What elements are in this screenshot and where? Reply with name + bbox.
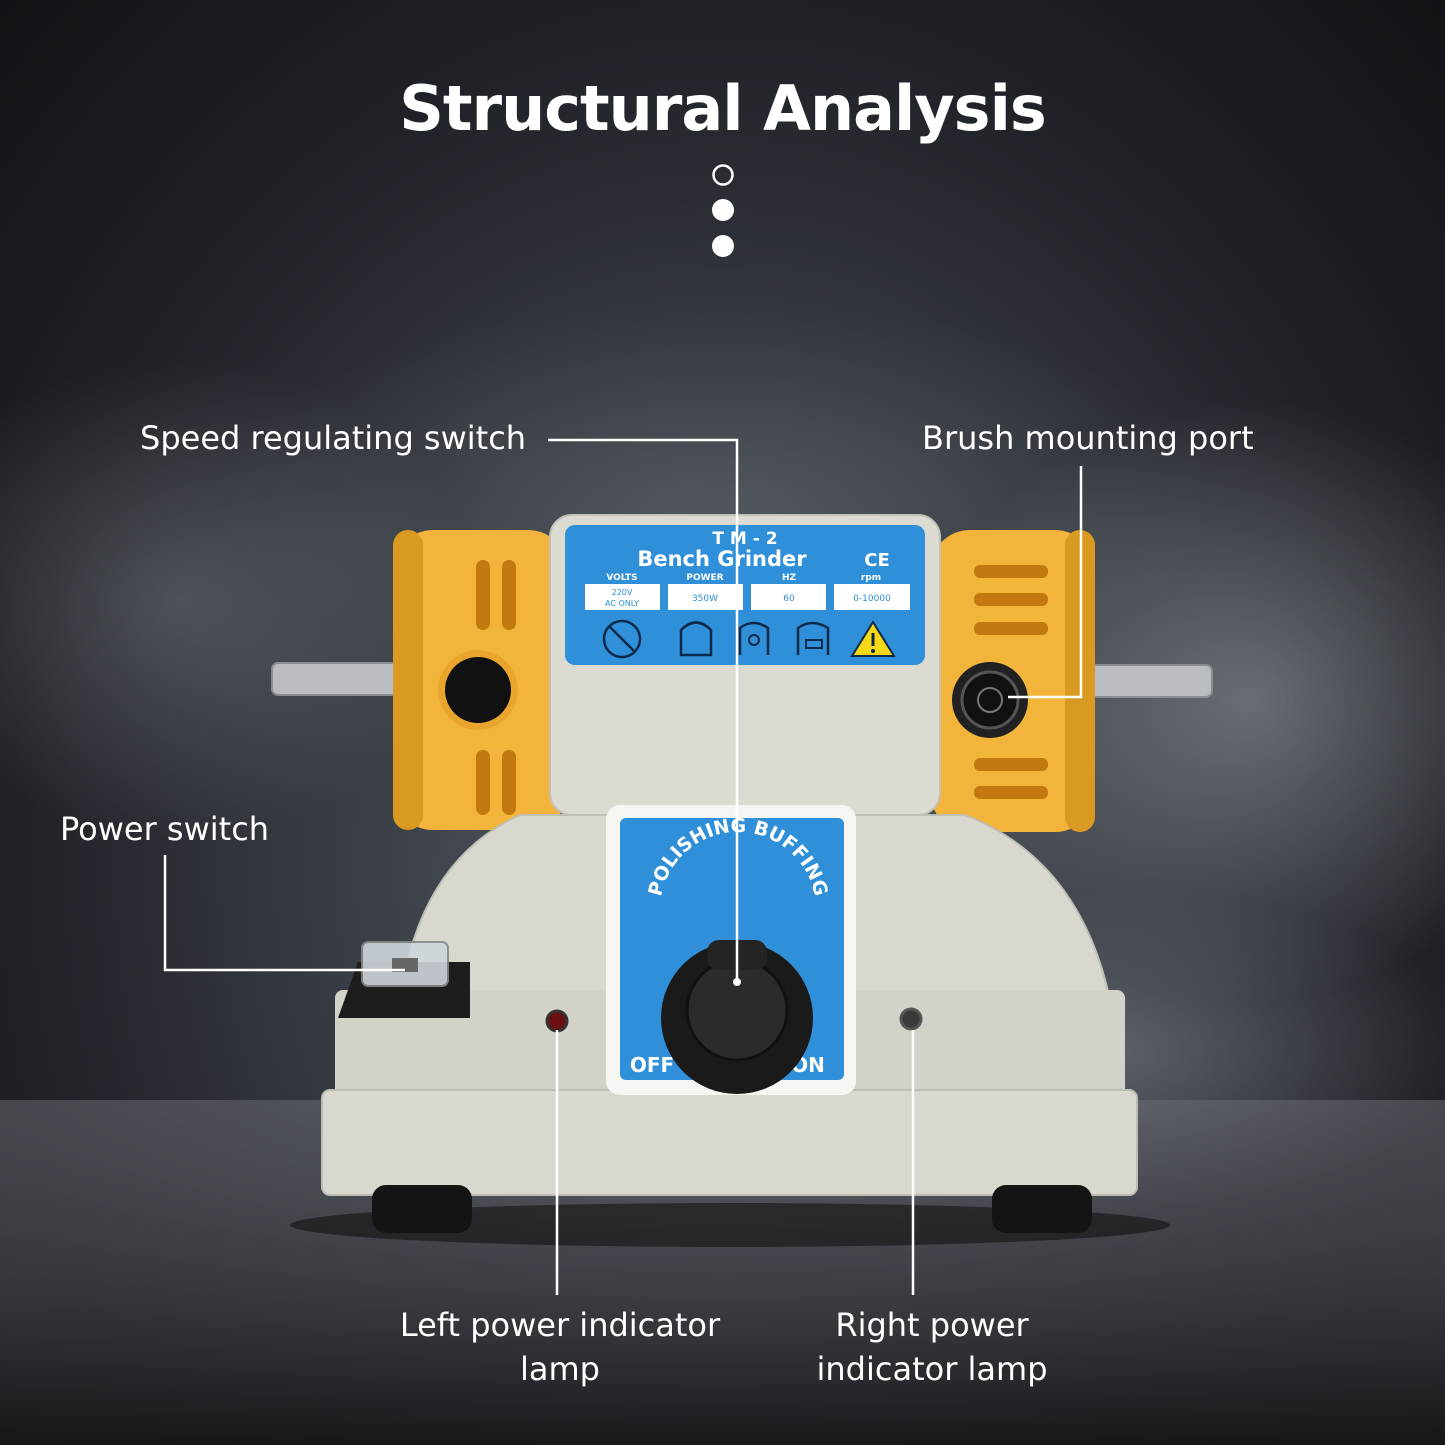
title-dots-icon xyxy=(712,164,734,257)
page-title: Structural Analysis xyxy=(399,72,1046,145)
left-lamp-label: Left power indicator lamp xyxy=(380,1303,740,1391)
nameplate-model: T M - 2 xyxy=(712,529,777,549)
brush-port-leader xyxy=(1008,466,1083,699)
nameplate-header-volts: VOLTS xyxy=(606,573,637,583)
left-lamp-label-line2: lamp xyxy=(520,1350,600,1388)
right-lamp-label: Right power indicator lamp xyxy=(792,1303,1072,1391)
speed-switch-label: Speed regulating switch xyxy=(140,419,527,457)
left-indicator-lamp-icon xyxy=(545,1009,569,1033)
face-shield-icon xyxy=(738,621,770,655)
power-switch-label: Power switch xyxy=(60,810,270,848)
control-plate: POLISHING BUFFING OFF ON xyxy=(606,805,856,1095)
callout-lines xyxy=(163,438,1083,1295)
warning-icon xyxy=(850,620,896,657)
nameplate-volts-line2: AC ONLY xyxy=(605,599,639,608)
power-switch-leader xyxy=(163,855,405,972)
nameplate-header-power: POWER xyxy=(686,573,723,583)
right-shaft xyxy=(1089,664,1213,698)
right-motor-housing xyxy=(930,530,1095,832)
right-lamp-label-line2: indicator lamp xyxy=(816,1350,1048,1388)
nameplate-volts-line1: 220V xyxy=(612,588,633,597)
ce-mark: CE xyxy=(864,550,890,571)
speed-switch-leader xyxy=(548,438,739,980)
nameplate-hz: 60 xyxy=(783,594,795,604)
left-motor-housing xyxy=(393,530,568,830)
nameplate: T M - 2 Bench Grinder CE VOLTS POWER HZ … xyxy=(565,525,925,665)
hair-protection-icon xyxy=(679,621,713,657)
nameplate-rpm: 0-10000 xyxy=(853,594,891,604)
right-lamp-label-line1: Right power xyxy=(835,1306,1029,1344)
nameplate-header-hz: HZ xyxy=(782,573,797,583)
nameplate-power: 350W xyxy=(692,594,718,604)
left-shaft xyxy=(271,662,408,696)
left-lamp-label-line1: Left power indicator xyxy=(399,1306,721,1344)
right-indicator-lamp-icon xyxy=(899,1007,923,1031)
no-gloves-icon xyxy=(602,619,642,659)
mask-icon xyxy=(796,621,830,655)
brush-port-label: Brush mounting port xyxy=(922,419,1254,457)
control-off-label: OFF xyxy=(630,1053,674,1077)
power-switch-icon xyxy=(338,941,470,1018)
nameplate-header-rpm: rpm xyxy=(861,573,881,583)
nameplate-name: Bench Grinder xyxy=(637,547,807,571)
